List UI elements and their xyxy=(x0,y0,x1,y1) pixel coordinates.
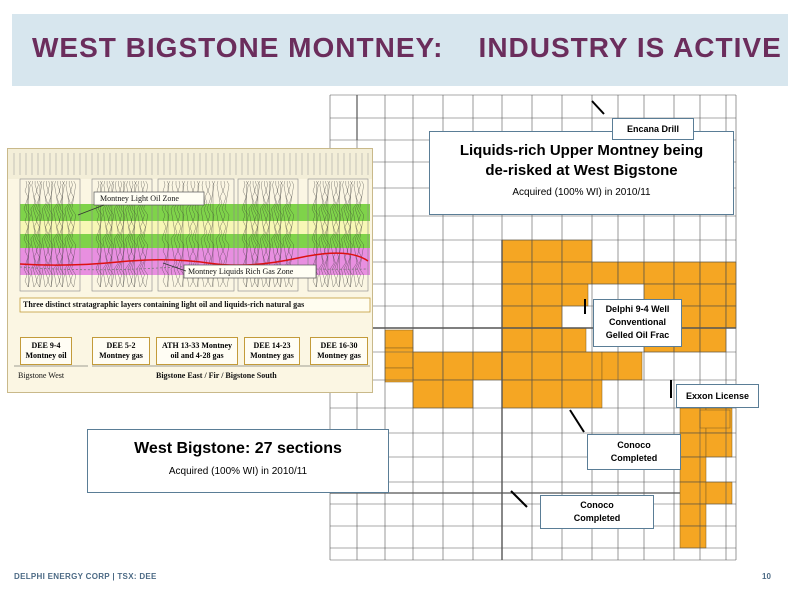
well-line2: Montney oil xyxy=(25,351,67,360)
well-line2: Montney gas xyxy=(317,351,361,360)
liquids-gas-zone-label: Montney Liquids Rich Gas Zone xyxy=(188,267,294,276)
light-oil-zone-label: Montney Light Oil Zone xyxy=(100,194,179,203)
slide-title: WEST BIGSTONE MONTNEY: INDUSTRY IS ACTIV… xyxy=(32,32,782,63)
title-bar: WEST BIGSTONE MONTNEY: INDUSTRY IS ACTIV… xyxy=(12,14,788,86)
conoco1-pointer xyxy=(569,409,585,433)
conoco2-line2: Completed xyxy=(573,513,621,523)
well-box-dee-9-4: DEE 9-4 Montney oil xyxy=(20,337,72,365)
conoco2-line1: Conoco xyxy=(580,500,614,510)
well-box-dee-16-30: DEE 16-30 Montney gas xyxy=(310,337,368,365)
well-box-dee-14-23: DEE 14-23 Montney gas xyxy=(244,337,300,365)
well-line1: DEE 9-4 xyxy=(31,341,61,350)
delphi-well-label: Delphi 9-4 Well Conventional Gelled Oil … xyxy=(593,299,682,347)
region-west-label: Bigstone West xyxy=(18,371,65,380)
well-line1: ATH 13-33 Montney xyxy=(161,341,233,350)
conoco1-line1: Conoco xyxy=(617,440,651,450)
upper-montney-line1: Liquids-rich Upper Montney being xyxy=(459,142,704,159)
encana-drill-text: Encana Drill xyxy=(626,124,680,134)
footer-company: DELPHI ENERGY CORP | TSX: DEE xyxy=(14,572,157,581)
conoco-completed-label-1: Conoco Completed xyxy=(587,434,681,470)
well-line2: Montney gas xyxy=(99,351,143,360)
well-line1: DEE 14-23 xyxy=(253,341,291,350)
west-bigstone-title: West Bigstone: 27 sections xyxy=(134,440,342,457)
yellow-zone xyxy=(20,221,370,234)
well-log-cross-section: Montney Light Oil Zone Montney Liquids R… xyxy=(7,148,373,393)
layers-note: Three distinct stratagraphic layers cont… xyxy=(23,300,305,309)
west-bigstone-sub: Acquired (100% WI) in 2010/11 xyxy=(168,466,308,477)
delphi-line1: Delphi 9-4 Well xyxy=(605,304,670,314)
green-zone-upper xyxy=(20,204,370,221)
well-box-ath-13-33: ATH 13-33 Montney oil and 4-28 gas xyxy=(156,337,238,365)
well-line1: DEE 16-30 xyxy=(320,341,358,350)
page-number: 10 xyxy=(762,572,771,581)
well-line2: Montney gas xyxy=(250,351,294,360)
delphi-line2: Conventional xyxy=(608,317,666,327)
upper-montney-line2: de-risked at West Bigstone xyxy=(485,162,678,179)
encana-drill-label: Encana Drill xyxy=(612,118,694,140)
delphi-line3: Gelled Oil Frac xyxy=(605,330,670,340)
upper-montney-sub: Acquired (100% WI) in 2010/11 xyxy=(512,187,651,198)
encana-pointer xyxy=(591,100,605,115)
conoco1-line2: Completed xyxy=(610,453,658,463)
exxon-license-text: Exxon License xyxy=(685,391,750,401)
conoco-completed-label-2: Conoco Completed xyxy=(540,495,654,529)
well-log-graphic xyxy=(8,149,372,367)
upper-montney-callout: Liquids-rich Upper Montney being de-risk… xyxy=(429,131,734,215)
exxon-license-label: Exxon License xyxy=(676,384,759,408)
west-bigstone-callout: West Bigstone: 27 sections Acquired (100… xyxy=(87,429,389,493)
conoco2-pointer xyxy=(510,490,528,508)
well-box-dee-5-2: DEE 5-2 Montney gas xyxy=(92,337,150,365)
well-line1: DEE 5-2 xyxy=(106,341,136,350)
well-line2: oil and 4-28 gas xyxy=(170,351,224,360)
region-east-label: Bigstone East / Fir / Bigstone South xyxy=(156,371,277,380)
green-zone-lower xyxy=(20,234,370,248)
